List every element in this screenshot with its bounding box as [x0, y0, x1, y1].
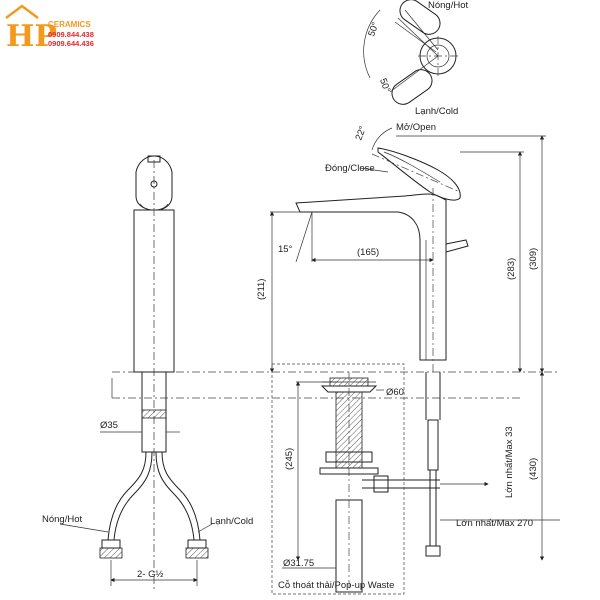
angle-spout-label: 15° — [278, 244, 293, 255]
angle-top-label: 50° — [366, 21, 381, 38]
house-roof-icon — [5, 4, 39, 19]
reach-label: (165) — [357, 247, 379, 258]
pop-up-waste: Ø60 Lớn nhất/Max 33 (245) Ø31.75 Cỗ thoá… — [271, 363, 560, 595]
thread-label: 2- G½ — [137, 569, 163, 580]
angle-bottom-label: 50° — [377, 77, 392, 94]
height-below-label: (430) — [528, 458, 539, 480]
logo-phone-1: 0909.844.438 — [48, 30, 94, 39]
height-total-label: (309) — [528, 248, 539, 270]
angle-open-label: 22° — [354, 124, 369, 141]
side-view-faucet: Mở/Open 22° Đóng/Close 15° (165) (211) (… — [256, 122, 546, 561]
open-label: Mở/Open — [396, 122, 436, 133]
front-hot-label: Nóng/Hot — [42, 514, 82, 525]
height-spout-label: (211) — [256, 279, 267, 300]
waste-diameter-label: Ø60 — [386, 387, 404, 398]
brand-logo: HP CERAMICS 0909.844.438 0909.644.436 — [5, 4, 94, 54]
handle-top-view: 50° 50° Nóng/Hot Lạnh/Cold — [363, 0, 468, 117]
max-270-label: Lớn nhất/Max 270 — [456, 518, 533, 529]
front-view-faucet: Ø35 Nóng/Hot Lạnh/Cold 2- G½ — [42, 155, 253, 590]
handle-cold-label: Lạnh/Cold — [415, 106, 458, 117]
height-body-label: (283) — [506, 258, 517, 280]
countertop — [111, 371, 560, 399]
tail-diameter-label: Ø31.75 — [283, 558, 314, 569]
waste-caption: Cỗ thoát thải/Pop-up Waste — [278, 580, 394, 591]
logo-tagline: CERAMICS — [48, 20, 91, 29]
close-label: Đóng/Close — [325, 163, 375, 174]
max-33-label: Lớn nhất/Max 33 — [504, 426, 515, 498]
waste-length-label: (245) — [284, 448, 295, 470]
logo-brand: HP — [6, 19, 57, 54]
logo-phone-2: 0909.644.436 — [48, 39, 94, 48]
front-cold-label: Lạnh/Cold — [210, 516, 253, 527]
handle-hot-label: Nóng/Hot — [428, 0, 468, 11]
shank-diameter-label: Ø35 — [100, 420, 118, 431]
